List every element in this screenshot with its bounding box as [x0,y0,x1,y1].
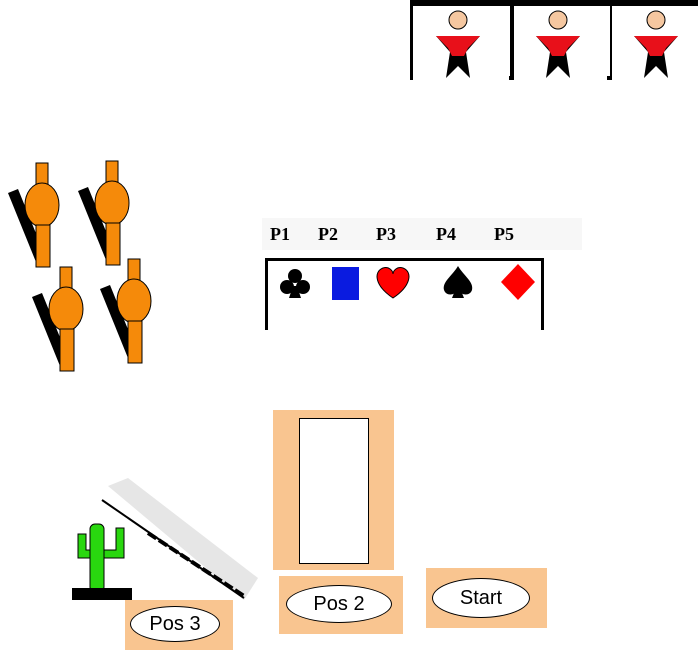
suit-icons [280,264,535,300]
pos2-button[interactable]: Pos 2 [286,585,392,623]
suit-panel-right-border [541,258,544,330]
heart-icon [376,267,410,299]
start-button[interactable]: Start [432,578,530,618]
diamond-icon [501,264,535,300]
pos3-button[interactable]: Pos 3 [130,606,220,642]
club-icon [280,269,310,298]
slope-area [68,478,258,608]
player-divider [509,0,514,80]
player-label-p5: P5 [494,224,514,244]
blue-square-icon [332,267,359,300]
soldier-icon [99,258,152,364]
suit-panel-top-border [265,258,544,261]
spade-icon [443,266,473,298]
player-slot-3[interactable] [612,6,698,78]
player-figure-icon [436,10,480,78]
player-strip-left-border [410,0,413,80]
soldier-icon [31,266,84,372]
slope-icon [72,478,258,600]
cactus-base [72,588,132,600]
player-strip [410,0,698,80]
player-strip-top-border [410,0,698,6]
soldier-icon [7,162,60,268]
player-label-p4: P4 [436,224,456,244]
pos2-board-inner[interactable] [299,418,369,564]
player-slot-1[interactable] [414,6,510,78]
player-figure-icon [634,10,678,78]
player-label-p2: P2 [318,224,338,244]
soldier-group [0,155,170,375]
player-label-p3: P3 [376,224,396,244]
soldier-icons [7,160,152,372]
player-label-p1: P1 [270,224,290,244]
soldier-icon [77,160,130,266]
cactus-icon [77,523,125,593]
player-slot-2[interactable] [514,6,610,78]
suit-panel [265,258,544,330]
player-figure-icon [536,10,580,78]
suit-panel-left-border [265,258,268,330]
suit-panel-bg [262,218,582,250]
